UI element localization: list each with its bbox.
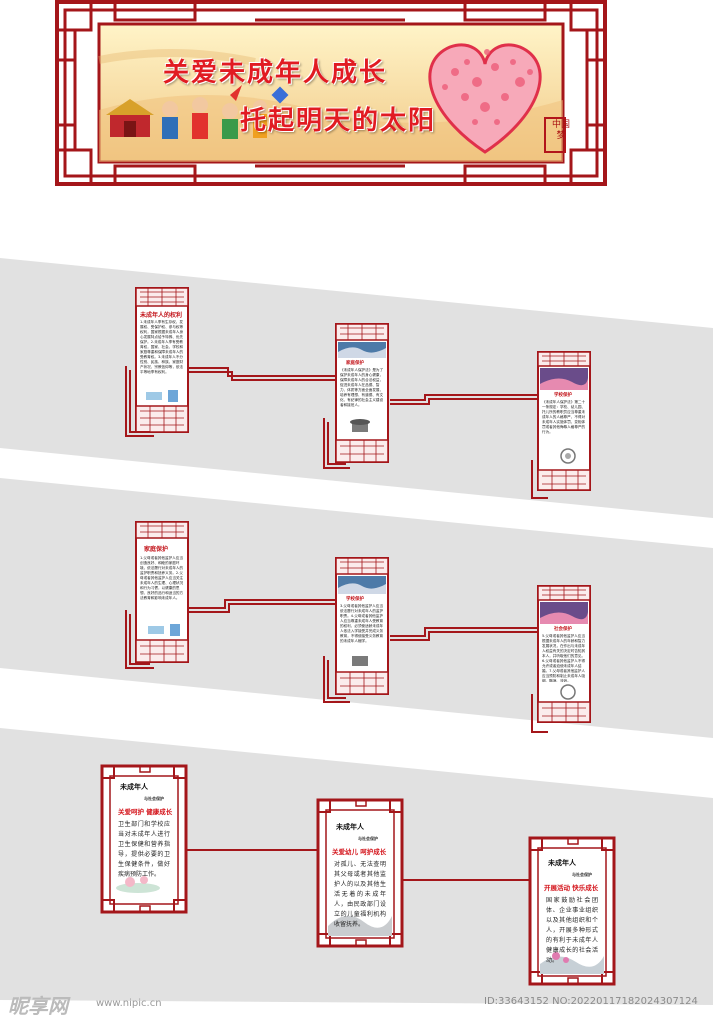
banner-subtitle: 托起明天的太阳: [240, 106, 437, 136]
panel-body: 卫生部门和学校应当对未成年人进行卫生保健和营养指导，提供必要的卫生保健条件，做好…: [118, 821, 170, 878]
row2-panel-2: 学校保护 3.父母或者其他监护人应当依法履行对未成年人的监护职责。4.父母或者其…: [322, 556, 392, 706]
panel-body: 1.父母或者其他监护人应当创造良好、和睦的家庭环境，依法履行对未成年人的监护职责…: [140, 556, 184, 600]
panel-body: 3.父母或者其他监护人应当依法履行对未成年人的监护职责。4.父母或者其他监护人应…: [340, 604, 384, 643]
row2-panel-3: 社会保护 5.父母或者其他监护人应当根据未成年人的年龄和智力发展状况，在作出与未…: [528, 584, 594, 734]
watermark-url: www.nipic.cn: [96, 998, 162, 1009]
panel-heading: 社会保护: [554, 627, 572, 632]
panel-subtitle: 与社会保护: [358, 836, 378, 841]
panel-body: 对孤儿、无法查明其父母或者其他监护人的以及其他生活无着的未成年人，由民政部门设立…: [334, 861, 386, 928]
row1-panel-2: 家庭保护 《未成年人保护法》是为了保护未成年人的身心健康，保障未成年人的合法权益…: [322, 322, 392, 472]
row1-panel-3: 学校保护 《未成年人保护法》第二十一条规定：学校、幼儿园、托儿所的教职员应当尊重…: [528, 350, 594, 500]
banner-title: 关爱未成年人成长: [163, 58, 388, 88]
panel-body: 《未成年人保护法》是为了保护未成年人的身心健康，保障未成年人的合法权益，促进未成…: [340, 368, 384, 407]
panel-body: 1.未成年人享有生存权、发展权、受保护权、参与权等权利，国家根据未成年人身心发展…: [140, 320, 184, 374]
row2-panel-1: 家庭保护 1.父母或者其他监护人应当创造良好、和睦的家庭环境，依法履行对未成年人…: [124, 520, 192, 670]
banner-frame: [55, 0, 607, 186]
panel-body: 《未成年人保护法》第二十一条规定：学校、幼儿园、托儿所的教职员应当尊重未成年人的…: [542, 400, 586, 434]
panel-title: 未成年人: [120, 783, 148, 791]
seal-stamp: 中国梦: [551, 120, 570, 141]
panel-subtitle: 与社会保护: [572, 872, 592, 877]
watermark-id: ID:33643152 NO:20220117182024307124: [484, 996, 698, 1007]
panel-slogan: 关爱呵护 健康成长: [118, 808, 173, 816]
row1-panel-1: 未成年人的权利 1.未成年人享有生存权、发展权、受保护权、参与权等权利，国家根据…: [124, 286, 192, 438]
panel-slogan: 关爱幼儿 呵护成长: [332, 848, 387, 856]
panel-body: 国家鼓励社会团体、企业事业组织以及其他组织和个人，开展多种形式的有利于未成年人健…: [546, 897, 598, 964]
panel-slogan: 开展活动 快乐成长: [544, 884, 599, 892]
panel-body: 5.父母或者其他监护人应当根据未成年人的年龄和智力发展状况，在作出与未成年人权益…: [542, 634, 586, 682]
row3-panel-1: 未成年人 与社会保护 关爱呵护 健康成长 卫生部门和学校应当对未成年人进行卫生保…: [100, 764, 190, 914]
watermark-logo: 昵享网: [8, 994, 68, 1018]
panel-heading: 学校保护: [346, 597, 364, 602]
panel-title: 未成年人: [336, 823, 364, 831]
panel-title: 未成年人: [548, 859, 576, 867]
row3-panel-2: 未成年人 与社会保护 关爱幼儿 呵护成长 对孤儿、无法查明其父母或者其他监护人的…: [316, 798, 404, 948]
panel-heading: 家庭保护: [346, 361, 364, 366]
panel-heading: 家庭保护: [144, 546, 169, 553]
row3-panel-3: 未成年人 与社会保护 开展活动 快乐成长 国家鼓励社会团体、企业事业组织以及其他…: [528, 836, 616, 988]
panel-heading: 未成年人的权利: [140, 312, 183, 319]
panel-subtitle: 与社会保护: [144, 796, 164, 801]
panel-heading: 学校保护: [554, 393, 572, 398]
